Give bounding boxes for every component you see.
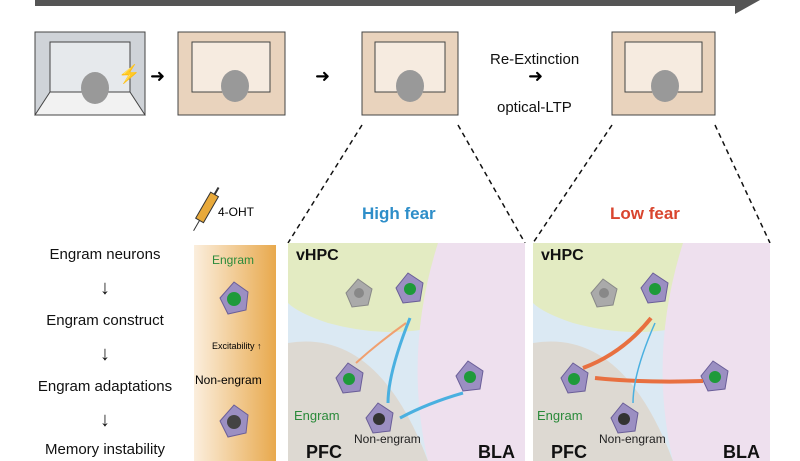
excitability-label: Excitability ↑	[212, 341, 262, 351]
engram-label: Engram	[294, 408, 340, 423]
down-arrow-icon: ↓	[100, 409, 110, 431]
flow-step: Engram neurons	[49, 246, 161, 263]
behavior-schematic: ⚡ ➜ ➜ ➜	[34, 31, 716, 116]
circuit-diagram	[288, 243, 525, 461]
pfc-label: PFC	[306, 442, 342, 461]
vhpc-label: vHPC	[296, 247, 339, 264]
high-fear-panel: vHPC Engram Non-engram PFC BLA	[288, 243, 525, 461]
down-arrow-icon: ↓	[100, 343, 110, 365]
optical-ltp-label: optical-LTP	[497, 99, 572, 116]
context-box-4	[611, 31, 716, 116]
vhpc-label: vHPC	[541, 247, 584, 264]
zoom-lines	[287, 124, 771, 244]
svg-text:➜: ➜	[315, 66, 330, 86]
syringe-icon	[193, 187, 220, 232]
svg-text:➜: ➜	[528, 66, 543, 86]
context-box-3	[361, 31, 459, 116]
strip-engram-label: Engram	[212, 253, 255, 267]
circuit-diagram	[533, 243, 770, 461]
context-box-2	[177, 31, 286, 116]
injection-label: 4-OHT	[218, 205, 254, 219]
re-extinction-label: Re-Extinction	[490, 51, 580, 68]
non-engram-label: Non-engram	[599, 432, 666, 446]
bla-label: BLA	[478, 442, 515, 461]
low-fear-title: Low fear	[610, 204, 680, 223]
timeline-arrow	[35, 0, 760, 14]
strip-non-engram-label: Non-engram	[195, 373, 262, 387]
flow-step: Engram construct	[46, 312, 164, 329]
engram-neuron	[219, 281, 249, 315]
pfc-label: PFC	[551, 442, 587, 461]
engram-strip: Engram Excitability ↑ Non-engram	[194, 245, 276, 461]
non-engram-neuron	[219, 404, 249, 438]
flow-step: Memory instability	[44, 441, 166, 458]
low-fear-panel: vHPC Engram Non-engram PFC BLA	[533, 243, 770, 461]
bla-label: BLA	[723, 442, 760, 461]
non-engram-label: Non-engram	[354, 432, 421, 446]
high-fear-title: High fear	[362, 204, 436, 223]
svg-text:⚡: ⚡	[118, 63, 140, 85]
engram-label: Engram	[537, 408, 583, 423]
conditioning-box-shock: ⚡	[34, 31, 146, 116]
flow-step: Engram adaptations	[37, 378, 173, 395]
down-arrow-icon: ↓	[100, 277, 110, 299]
svg-text:➜: ➜	[150, 66, 165, 86]
